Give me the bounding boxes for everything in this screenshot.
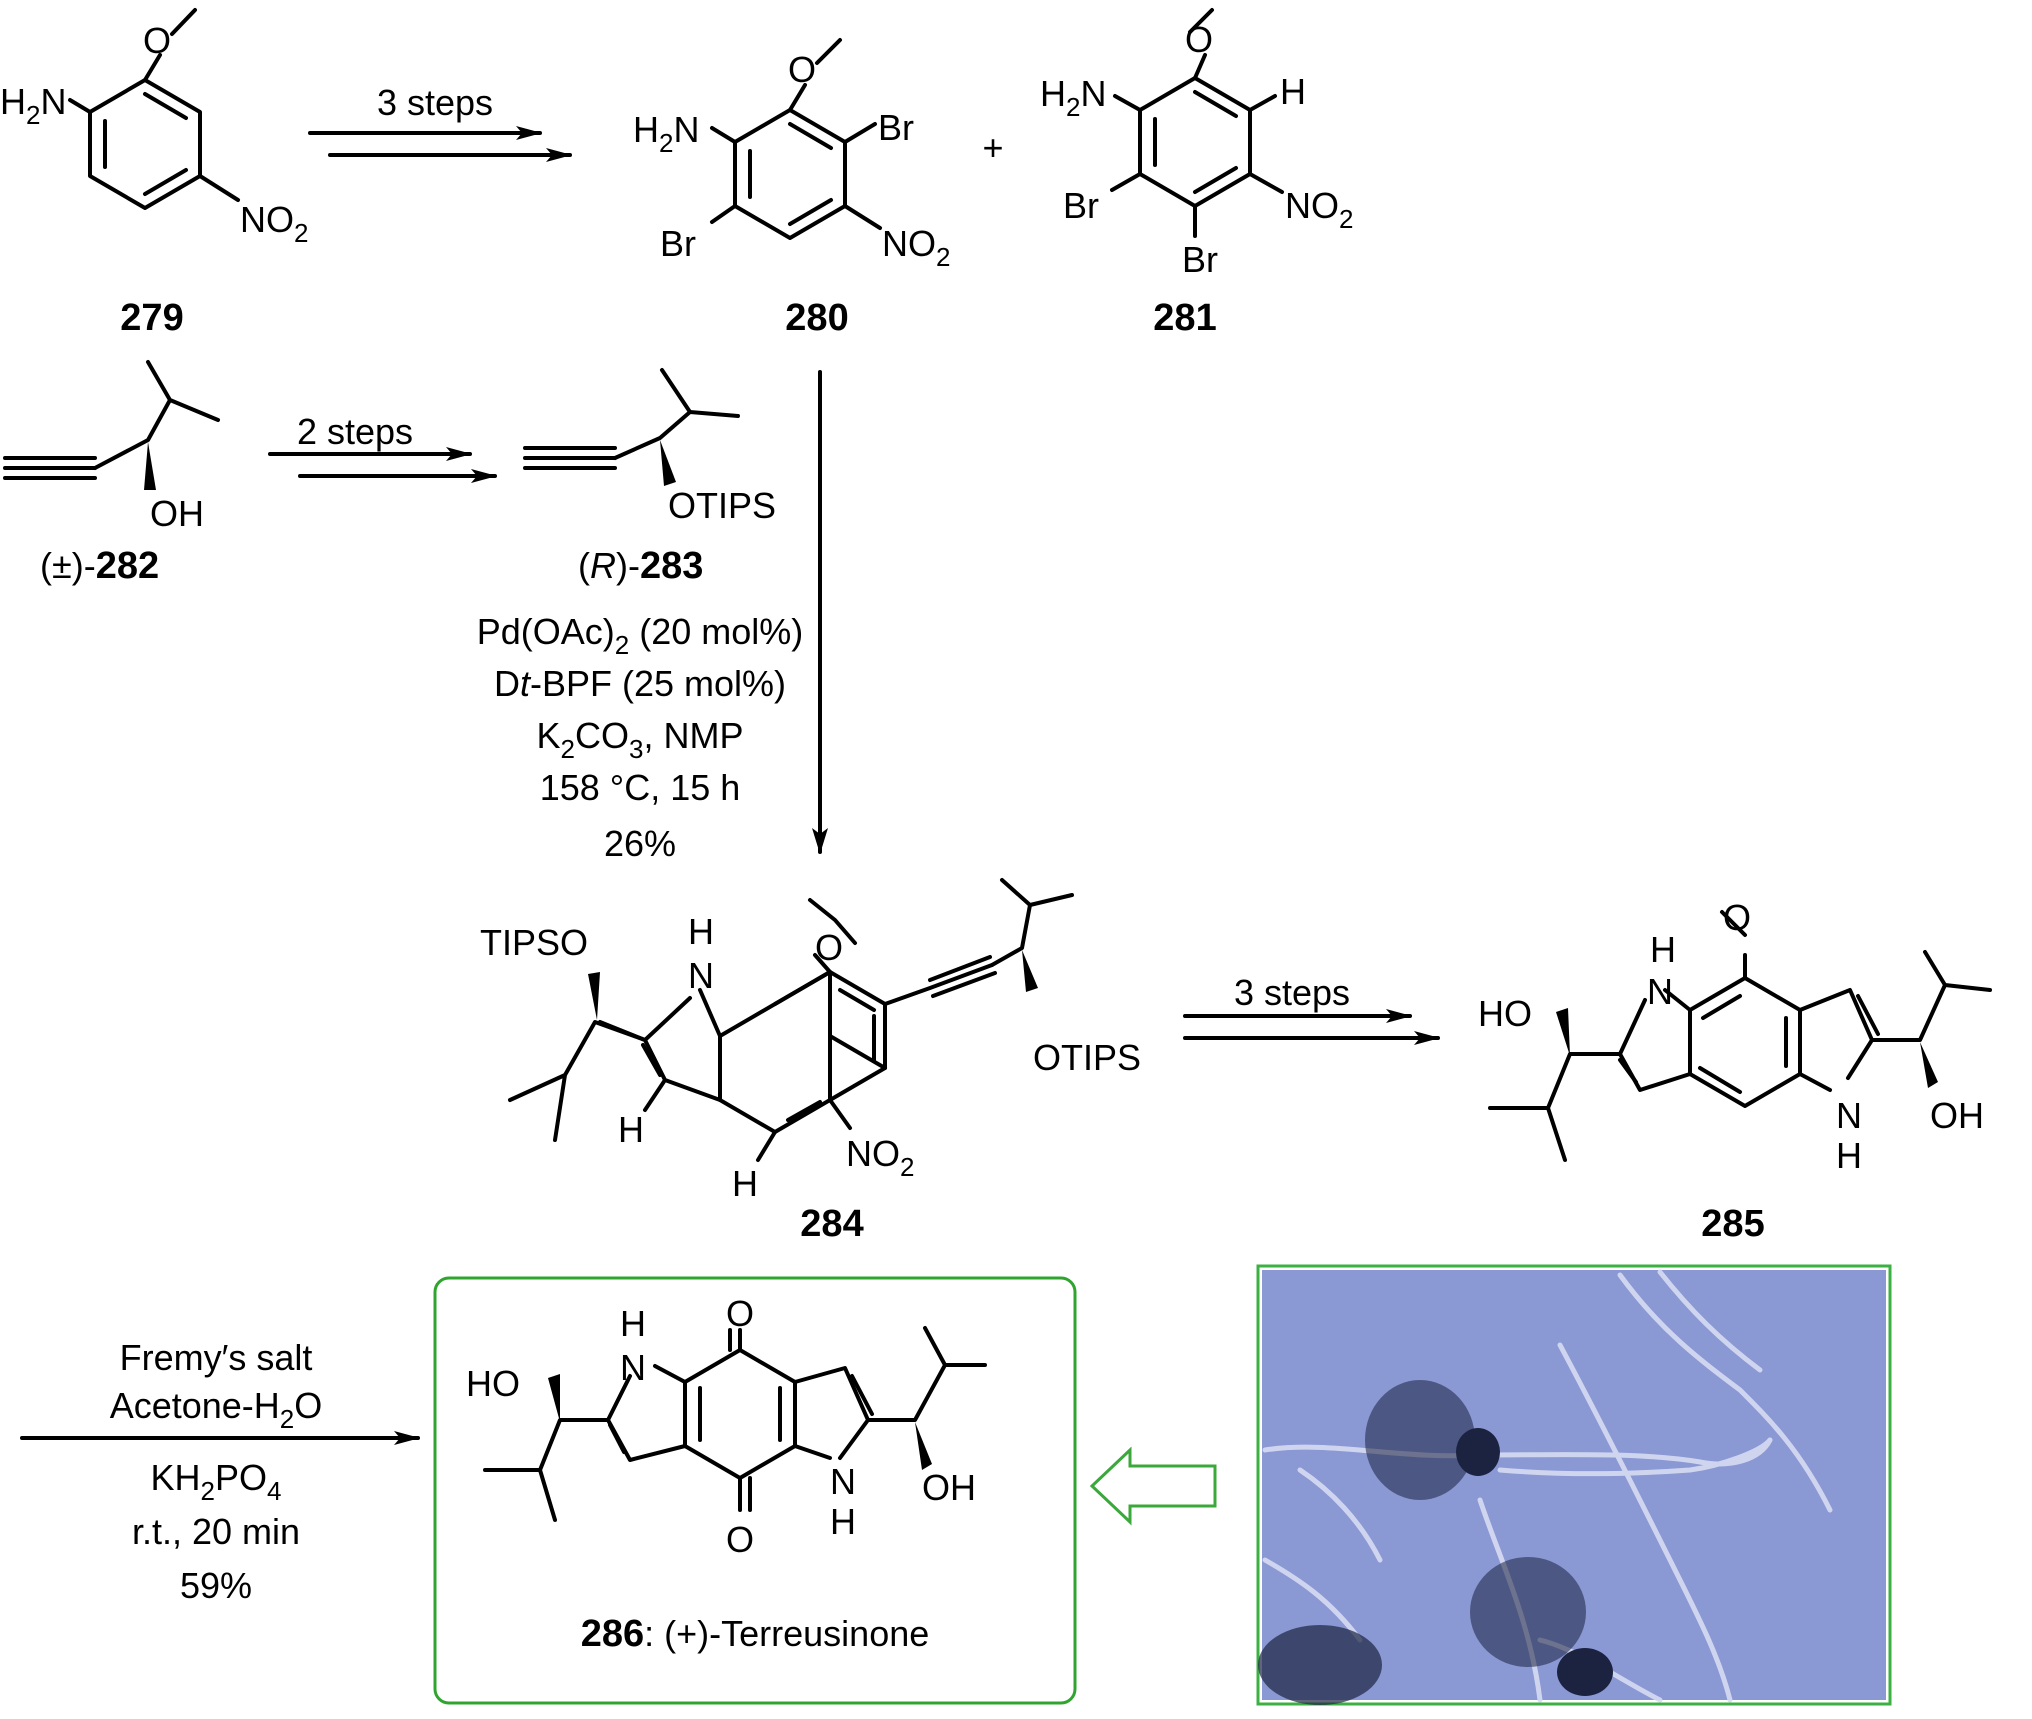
condition-buffer: KH2PO4: [151, 1457, 282, 1506]
compound-label-281: 281: [1153, 297, 1216, 339]
hydrogen-284-a: H: [618, 1109, 644, 1150]
compound-label-279: 279: [120, 297, 183, 339]
photo-frame: [1256, 1264, 1892, 1706]
conditions-pd-coupling: Pd(OAc)2 (20 mol%) Dt-BPF (25 mol%) K2CO…: [477, 611, 804, 864]
nh-h-285-top: H: [1650, 929, 1676, 970]
hydroxyl-285-right: OH: [1930, 1095, 1984, 1136]
molecule-282: OH (±)-282: [3, 360, 220, 587]
tipso-284: TIPSO: [480, 922, 588, 963]
condition-fremy: Fremy′s salt: [120, 1337, 313, 1378]
methoxy-o-285: O: [1723, 897, 1751, 938]
arrow-label-3-steps-middle: 3 steps: [1234, 972, 1350, 1013]
condition-temperature: 158 °C, 15 h: [540, 767, 741, 808]
nh-n-285-top: N: [1647, 971, 1673, 1012]
otips-284: OTIPS: [1033, 1037, 1141, 1078]
methoxy-o-279: O: [143, 20, 171, 61]
amino-281: H2N: [1040, 73, 1106, 122]
wedge-bond-282: [144, 442, 156, 490]
bromo-280-a: Br: [878, 107, 914, 148]
amino-280: H2N: [633, 109, 699, 158]
molecule-279: O H2N NO2 279: [0, 8, 308, 339]
compound-label-280: 280: [785, 297, 848, 339]
methoxy-o-284: O: [815, 927, 843, 968]
wedge-bond-285-right: [1920, 1042, 1938, 1088]
nh-h-286-bottom: H: [830, 1501, 856, 1542]
wedge-bond-286-right: [915, 1422, 932, 1470]
condition-solvent: Acetone-H2O: [110, 1385, 323, 1434]
product-box-286: [433, 1276, 1077, 1705]
hydroxyl-282: OH: [150, 493, 204, 534]
quinone-o-top: O: [726, 1293, 754, 1334]
wedge-bond-283: [660, 440, 676, 486]
bromo-281-a: Br: [1063, 185, 1099, 226]
otips-283: OTIPS: [668, 485, 776, 526]
condition-pd: Pd(OAc)2 (20 mol%): [477, 611, 804, 660]
hollow-arrow-icon: [1089, 1446, 1217, 1526]
arrow-3-steps-top: 3 steps: [308, 82, 572, 162]
molecule-280: O H2N Br Br NO2 280: [633, 38, 950, 339]
molecule-283: OTIPS (R)-283: [523, 368, 776, 587]
condition-yield: 26%: [604, 823, 676, 864]
condition-yield-final: 59%: [180, 1565, 252, 1606]
nh-h-285-bottom: H: [1836, 1135, 1862, 1176]
hydroxyl-286-right: OH: [922, 1467, 976, 1508]
condition-ligand: Dt-BPF (25 mol%): [494, 663, 786, 704]
wedge-bond-284-left: [588, 972, 600, 1020]
wedge-bond-285-left: [1556, 1008, 1570, 1056]
compound-label-286: 286: (+)-Terreusinone: [581, 1613, 930, 1655]
quinone-o-bottom: O: [726, 1519, 754, 1560]
compound-label-283: (R)-283: [578, 545, 703, 587]
compound-label-285: 285: [1701, 1203, 1764, 1245]
nitro-279: NO2: [240, 199, 308, 248]
condition-base: K2CO3, NMP: [537, 715, 744, 764]
micrograph-image: [1256, 1264, 1892, 1706]
bromo-281-b: Br: [1182, 239, 1218, 280]
hydrogen-281: H: [1280, 71, 1306, 112]
hydroxyl-286-left: HO: [466, 1363, 520, 1404]
amino-279: H2N: [0, 81, 66, 130]
molecule-284: TIPSO H N O OTIPS H H NO2 284: [480, 878, 1141, 1245]
wedge-bond-284-right: [1022, 950, 1038, 992]
methoxy-o-281: O: [1185, 19, 1213, 60]
nh-n-284: N: [688, 955, 714, 996]
nitro-281: NO2: [1285, 185, 1353, 234]
arrow-fremy-oxidation: Fremy′s salt Acetone-H2O KH2PO4 r.t., 20…: [20, 1337, 420, 1606]
arrow-3-steps-middle: 3 steps: [1183, 972, 1440, 1045]
nitro-280: NO2: [882, 223, 950, 272]
molecule-286: O O H N N H HO OH 286: (+)-Terreusinone: [466, 1293, 987, 1655]
nh-n-286-bottom: N: [830, 1461, 856, 1502]
compound-label-284: 284: [800, 1203, 863, 1245]
compound-label-282: (±)-282: [40, 545, 159, 587]
nh-n-285-bottom: N: [1836, 1095, 1862, 1136]
molecule-285: O HO H N N H OH 285: [1478, 897, 1992, 1245]
hydrogen-284-b: H: [732, 1163, 758, 1204]
arrow-label-3-steps: 3 steps: [377, 82, 493, 123]
arrow-label-2-steps: 2 steps: [297, 411, 413, 452]
nh-n-286-top: N: [620, 1347, 646, 1388]
arrow-2-steps: 2 steps: [268, 411, 497, 483]
plus-sign: +: [982, 127, 1003, 168]
nitro-284: NO2: [846, 1133, 914, 1182]
condition-time: r.t., 20 min: [132, 1511, 300, 1552]
nh-h-286-top: H: [620, 1303, 646, 1344]
bromo-280-b: Br: [660, 223, 696, 264]
hydroxyl-285-left: HO: [1478, 993, 1532, 1034]
methoxy-o-280: O: [788, 49, 816, 90]
nh-h-284: H: [688, 911, 714, 952]
molecule-281: O H2N H Br NO2 Br 281: [1040, 8, 1353, 339]
wedge-bond-286-left: [548, 1374, 560, 1422]
